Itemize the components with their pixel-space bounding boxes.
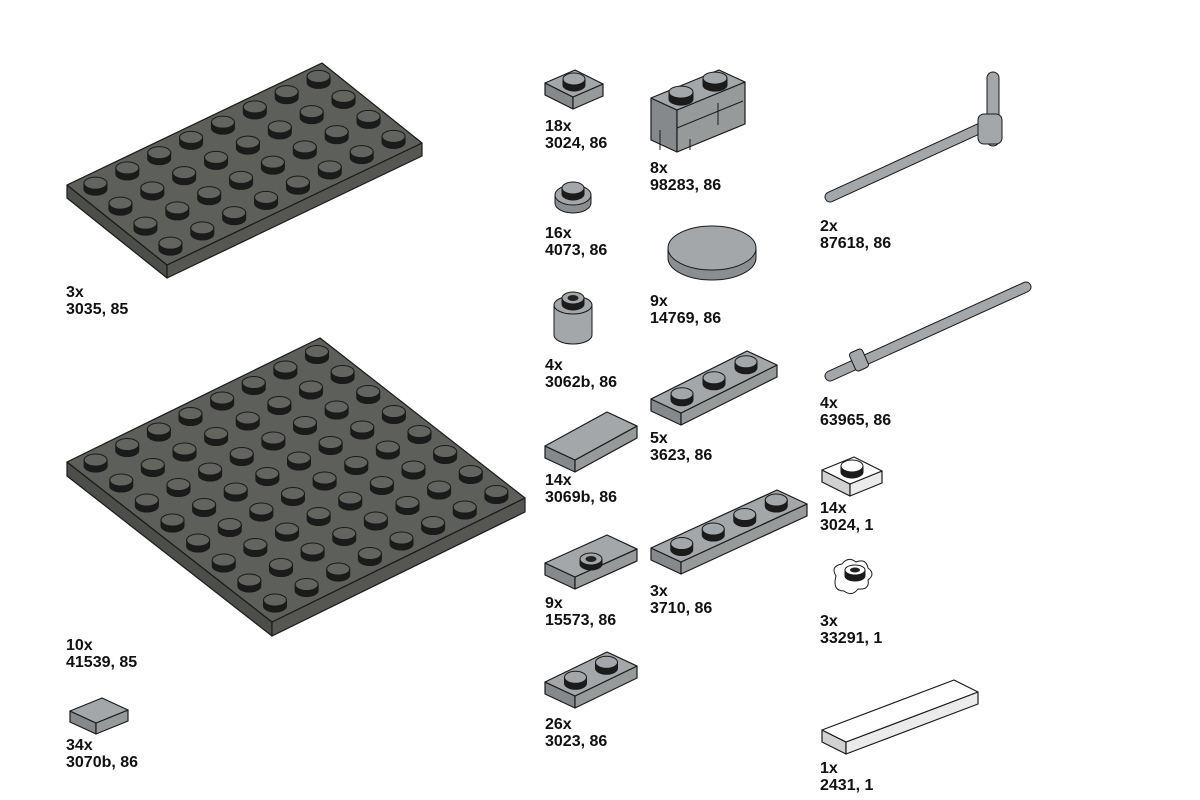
part-ref: 3024, 86 [545,135,608,152]
part-ref: 15573, 86 [545,612,617,629]
part-ref: 2431, 1 [820,777,874,794]
part-qty: 14x [545,472,572,489]
part-ref: 3024, 1 [820,517,874,534]
part-qty: 18x [545,118,572,135]
flower-plate-33291 [833,558,873,595]
masonry-brick-98283 [650,69,746,153]
plate-1x2-3023 [544,651,638,709]
part-ref: 63965, 86 [820,412,892,429]
part-ref: 3035, 85 [66,301,129,318]
part-qty: 9x [650,293,668,310]
part-qty: 16x [545,225,572,242]
part-qty: 26x [545,716,572,733]
tile-1x2-3069b [544,411,638,473]
part-qty: 4x [545,357,563,374]
part-ref: 33291, 1 [820,630,883,647]
part-ref: 3023, 86 [545,733,608,750]
part-ref: 3623, 86 [650,447,713,464]
plate-1x1-3024-white [821,456,883,497]
part-qty: 10x [66,637,93,654]
plate-1x4-3710 [650,489,808,575]
part-qty: 34x [66,737,93,754]
part-ref: 4073, 86 [545,242,608,259]
part-ref: 98283, 86 [650,177,722,194]
part-qty: 3x [66,284,84,301]
bar-with-clip-87618 [824,71,1003,203]
round-brick-3062b [553,291,593,345]
part-ref: 3070b, 86 [66,754,139,771]
part-ref: 3069b, 86 [545,489,618,506]
plate-1x3-3623 [650,350,778,426]
part-ref: 87618, 86 [820,235,892,252]
part-ref: 3710, 86 [650,600,713,617]
part-qty: 3x [820,613,838,630]
part-ref: 14769, 86 [650,310,722,327]
part-qty: 9x [545,595,563,612]
part-qty: 1x [820,760,838,777]
part-ref: 41539, 85 [66,654,138,671]
part-qty: 4x [820,395,838,412]
part-qty: 3x [650,583,668,600]
round-tile-2x2-14769 [667,225,757,281]
tile-1x1-3070b [69,697,129,735]
bar-63965 [824,281,1032,382]
part-qty: 5x [650,430,668,447]
part-qty: 8x [650,160,668,177]
round-plate-4073 [554,181,592,214]
part-qty: 2x [820,218,838,235]
part-ref: 3062b, 86 [545,374,618,391]
tile-1x4-2431 [821,679,979,755]
jumper-plate-15573 [544,534,638,590]
plate-8x8-41539 [66,337,526,637]
plate-1x1-3024-gray [544,69,604,110]
plate-6x8-3035 [66,62,423,279]
part-qty: 14x [820,500,847,517]
